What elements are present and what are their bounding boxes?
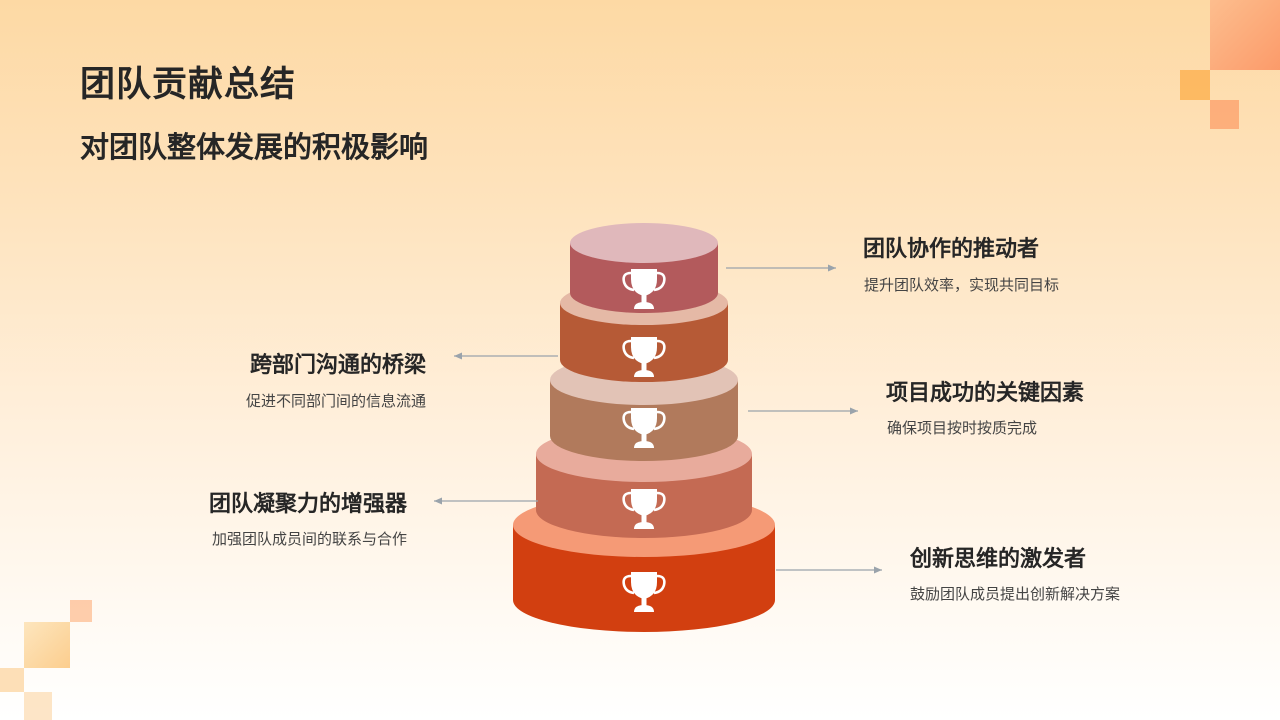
tier-3-title: 项目成功的关键因素 [886, 381, 1085, 406]
deco-square [24, 622, 70, 668]
tier-4-title: 团队凝聚力的增强器 [208, 492, 407, 517]
tier-4-desc: 加强团队成员间的联系与合作 [211, 530, 407, 548]
deco-square [70, 600, 92, 622]
tier-3-desc: 确保项目按时按质完成 [887, 419, 1038, 437]
tier-1-desc: 提升团队效率，实现共同目标 [864, 276, 1060, 294]
tier-5-desc: 鼓励团队成员提出创新解决方案 [910, 585, 1121, 603]
tier-1-title: 团队协作的推动者 [863, 237, 1040, 262]
deco-square [1180, 70, 1210, 100]
tier-2-title: 跨部门沟通的桥梁 [249, 353, 426, 378]
deco-square [0, 668, 24, 692]
tier-2-desc: 促进不同部门间的信息流通 [245, 392, 426, 410]
tier-1-cylinder [570, 223, 718, 313]
page-title: 团队贡献总结 [80, 65, 297, 105]
page-subtitle: 对团队整体发展的积极影响 [80, 130, 429, 164]
tier-5-title: 创新思维的激发者 [910, 547, 1087, 572]
deco-square [1210, 100, 1239, 129]
deco-square [24, 692, 52, 720]
deco-square [1210, 0, 1280, 70]
